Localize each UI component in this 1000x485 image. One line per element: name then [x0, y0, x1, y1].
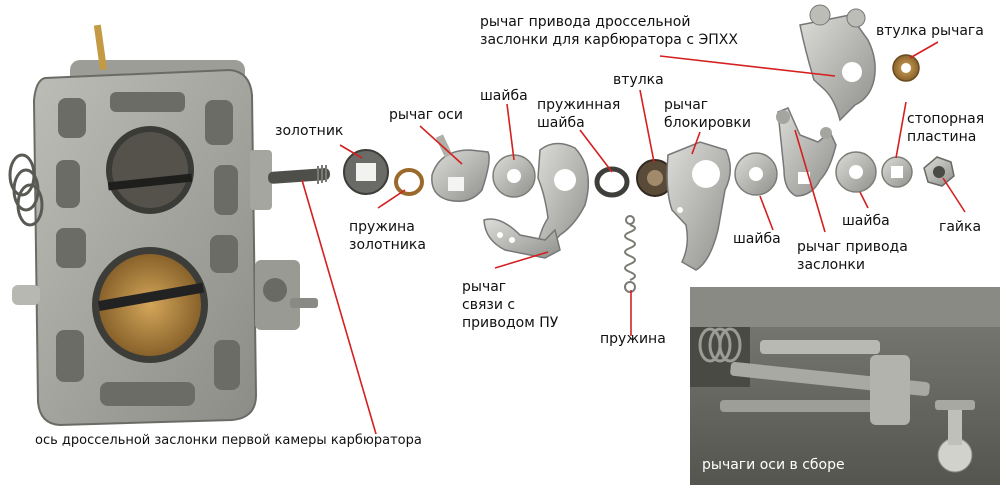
label-assembled-caption: рычаги оси в сборе [702, 457, 845, 473]
label-washer-2: шайба [733, 231, 781, 247]
leader-lines [301, 41, 966, 435]
label-throttle-lever-epkhh: рычаг привода дроссельной заслонки для к… [480, 14, 738, 48]
spool-spring-part [394, 168, 424, 196]
label-stop-plate: стопорная пластина [907, 111, 985, 145]
label-washer-3: шайба [842, 213, 890, 229]
label-bushing: втулка [613, 72, 664, 88]
spring-washer-lever-part [535, 142, 590, 256]
label-spool-spring: пружина золотника [349, 219, 426, 253]
spring-part [624, 215, 636, 293]
lock-lever-part [666, 141, 731, 271]
label-lever-bushing: втулка рычага [876, 23, 984, 39]
spool-part [343, 149, 389, 195]
label-spring-washer: пружинная шайба [537, 97, 621, 131]
spring-washer-part [594, 166, 630, 198]
label-throttle-drive-lever: рычаг привода заслонки [797, 239, 908, 273]
label-link-lever: рычаг связи с приводом ПУ [462, 279, 559, 331]
stop-plate-part [881, 156, 913, 188]
epkhh-throttle-lever-part [799, 4, 876, 122]
lever-bushing-part [892, 54, 920, 82]
label-spring: пружина [600, 331, 666, 347]
link-lever-part [483, 218, 561, 259]
label-lock-lever: рычаг блокировки [664, 97, 751, 131]
axis-lever-part [431, 134, 490, 202]
washer-2-part [734, 152, 778, 196]
label-washer-1: шайба [480, 88, 528, 104]
throttle-drive-lever-part [776, 107, 837, 197]
label-nut: гайка [939, 219, 982, 235]
label-spool: золотник [275, 123, 344, 139]
label-axis-lever: рычаг оси [389, 107, 463, 123]
washer-1-part [492, 154, 536, 198]
label-throttle-axis: ось дроссельной заслонки первой камеры к… [35, 433, 422, 448]
exploded-parts [343, 4, 955, 293]
assembled-inset [690, 287, 1000, 485]
carburetor-body [8, 24, 331, 427]
nut-part [923, 156, 955, 187]
washer-3-part [835, 151, 877, 193]
